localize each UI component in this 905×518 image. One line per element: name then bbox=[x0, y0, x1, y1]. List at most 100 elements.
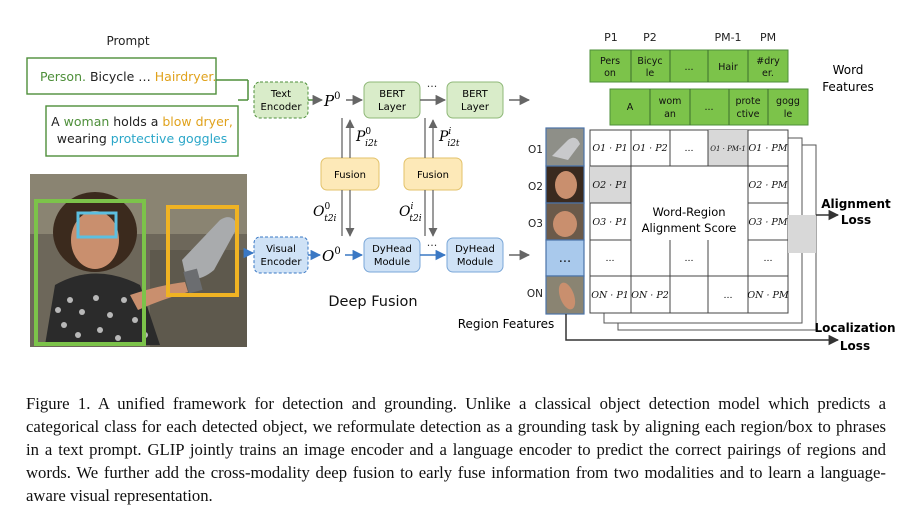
bert-layer-label: Layer bbox=[461, 102, 490, 113]
bbox-person bbox=[34, 199, 146, 346]
prompt-box-categories bbox=[26, 57, 217, 95]
ellipsis: ··· bbox=[427, 80, 438, 93]
score-cell: O1 · P2 bbox=[632, 143, 667, 154]
word-features-label: Features bbox=[822, 80, 874, 94]
localization-loss-arrow bbox=[565, 314, 840, 346]
bert-layer-label: BERT bbox=[379, 89, 405, 100]
text-encoder-label: Text bbox=[270, 89, 291, 100]
dyhead-module-label: Module bbox=[374, 257, 410, 268]
visual-encoder-box bbox=[253, 236, 309, 274]
word-token: A bbox=[627, 102, 634, 113]
region-label-o2: O2 bbox=[528, 181, 543, 193]
o0-superscript: 0 bbox=[334, 246, 340, 257]
localization-loss-label: Localization bbox=[814, 321, 895, 335]
bert-layer-label: Layer bbox=[378, 102, 407, 113]
fusion-label: Fusion bbox=[417, 170, 449, 181]
p-i2t-subscript: i2t bbox=[365, 139, 378, 149]
p-i2t-superscript: 0 bbox=[365, 127, 371, 137]
score-cell: O2 · PM bbox=[748, 180, 787, 191]
svg-text:wearing protective goggles: wearing protective goggles bbox=[57, 131, 228, 146]
word-token: le bbox=[784, 109, 793, 120]
word-token: ctive bbox=[736, 109, 759, 120]
dyhead-module-label: DyHead bbox=[372, 244, 412, 255]
prompt-text: A bbox=[51, 114, 64, 129]
word-header-p2: P2 bbox=[643, 31, 657, 44]
word-header-pm: PM bbox=[760, 31, 776, 44]
score-cell: ... bbox=[605, 253, 614, 264]
dyhead-module-label: Module bbox=[457, 257, 493, 268]
dyhead-module-box bbox=[446, 237, 504, 273]
prompt-box-sentence bbox=[45, 105, 239, 157]
word-token: #dry bbox=[756, 56, 780, 67]
word-token: ... bbox=[704, 102, 713, 113]
word-token: on bbox=[604, 68, 616, 79]
word-header-pm-1: PM-1 bbox=[714, 31, 741, 44]
word-token: gogg bbox=[776, 96, 800, 107]
deep-fusion-title: Deep Fusion bbox=[328, 294, 417, 310]
o-t2i-subscript: t2i bbox=[409, 214, 421, 224]
score-cell: ... bbox=[684, 253, 693, 264]
score-cell: O3 · PM bbox=[748, 217, 787, 228]
p-i2t-symbol: P bbox=[438, 129, 449, 145]
hair-dryer-shape bbox=[182, 217, 238, 294]
matrix-center-label: Alignment Score bbox=[642, 221, 737, 235]
word-token: Hair bbox=[718, 62, 738, 73]
bbox-goggles bbox=[76, 211, 118, 239]
word-token: wom bbox=[659, 96, 682, 107]
region-crops bbox=[545, 127, 585, 315]
o-t2i-symbol: O bbox=[313, 204, 325, 220]
alignment-loss-label: Loss bbox=[841, 213, 871, 227]
dyhead-module-label: DyHead bbox=[455, 244, 495, 255]
prompt-label: Prompt bbox=[106, 34, 149, 48]
word-token: prote bbox=[735, 96, 760, 107]
word-header-p1: P1 bbox=[604, 31, 618, 44]
prompt-word-goggles: protective goggles bbox=[111, 131, 227, 146]
word-token: Pers bbox=[600, 56, 620, 67]
visual-encoder-label: Encoder bbox=[261, 257, 303, 268]
prompt-word-blow-dryer: blow dryer, bbox=[162, 114, 233, 129]
word-token: Bicyc bbox=[637, 56, 662, 67]
prompt-text: wearing bbox=[57, 131, 111, 146]
region-label-o3: O3 bbox=[528, 218, 543, 230]
score-cell: O1 · P1 bbox=[592, 143, 627, 154]
score-cell: ON · P2 bbox=[631, 290, 669, 301]
matrix-center-label: Word-Region bbox=[652, 205, 725, 219]
o-t2i-subscript: t2i bbox=[324, 214, 336, 224]
bert-layer-label: BERT bbox=[462, 89, 488, 100]
ellipsis: ··· bbox=[427, 239, 438, 252]
svg-text:A woman holds a blow dryer,: A woman holds a blow dryer, bbox=[51, 114, 233, 129]
word-token: ... bbox=[684, 62, 693, 73]
p0-superscript: 0 bbox=[334, 91, 340, 102]
o0-symbol: O bbox=[322, 247, 334, 265]
svg-text:P0: P0 bbox=[323, 91, 340, 110]
score-cell: ON · P1 bbox=[591, 290, 629, 301]
prompt-word-hairdryer: Hairdryer. bbox=[155, 69, 217, 84]
alignment-matrix bbox=[589, 129, 817, 331]
prompt-word-woman: woman bbox=[64, 114, 110, 129]
region-label-on: ON bbox=[527, 288, 543, 300]
text-encoder-label: Encoder bbox=[261, 102, 303, 113]
svg-text:O0: O0 bbox=[322, 246, 341, 265]
visual-encoder-label: Visual bbox=[266, 244, 296, 255]
figure-caption: Figure 1. A unified framework for detect… bbox=[26, 394, 886, 505]
score-cell: ... bbox=[763, 253, 772, 264]
o-t2i-superscript: i bbox=[410, 202, 413, 212]
prompt-word-person: Person. bbox=[40, 69, 86, 84]
score-cell: ON · PM bbox=[747, 290, 789, 301]
text-encoder-box bbox=[253, 81, 309, 119]
p-i2t-symbol: P bbox=[355, 129, 366, 145]
svg-text:Person. Bicycle … Hairdryer.: Person. Bicycle … Hairdryer. bbox=[40, 69, 216, 84]
p-i2t-superscript: i bbox=[448, 127, 451, 137]
score-cell: O1 · PM bbox=[748, 143, 787, 154]
p0-symbol: P bbox=[323, 92, 335, 110]
glip-framework-diagram: Prompt Person. Bicycle … Hairdryer. A wo… bbox=[26, 31, 896, 353]
region-dots: ... bbox=[559, 251, 571, 266]
word-features-label: Word bbox=[833, 63, 864, 77]
score-cell: O2 · P1 bbox=[592, 180, 627, 191]
bbox-hairdryer bbox=[166, 205, 239, 297]
alignment-loss-label: Alignment bbox=[821, 197, 891, 211]
